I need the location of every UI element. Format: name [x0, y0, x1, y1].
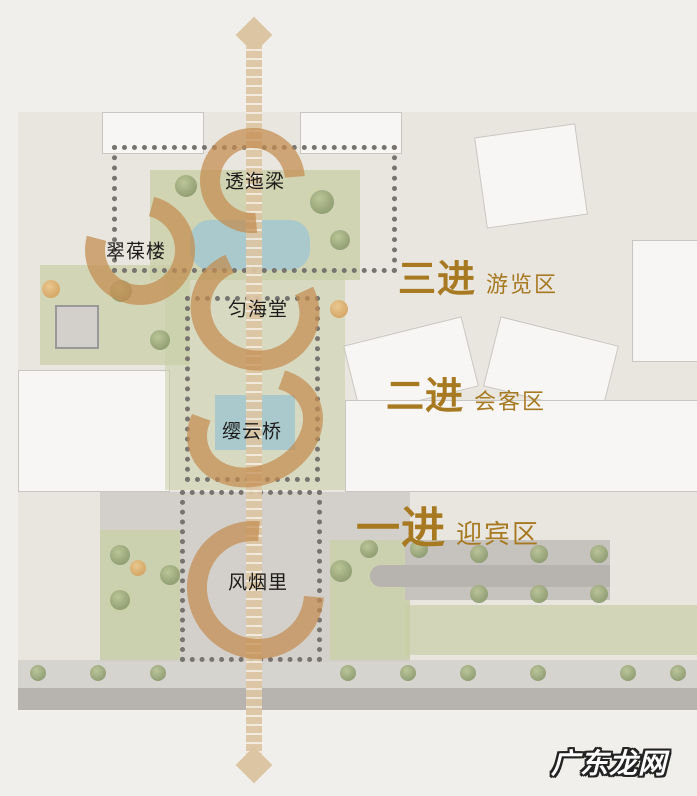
tree	[42, 280, 60, 298]
tree	[470, 585, 488, 603]
tree	[400, 665, 416, 681]
axis-arrow-down-icon	[235, 746, 273, 784]
tree	[330, 560, 352, 582]
zone-name-first: 迎宾区	[456, 520, 541, 550]
tree	[590, 545, 608, 563]
tree	[130, 560, 146, 576]
entry-lawn-east	[330, 540, 410, 660]
zone-name-third: 游览区	[486, 273, 559, 298]
node-label-fengyanli: 风烟里	[227, 571, 289, 594]
building-row-west	[18, 370, 170, 492]
zone-title-second: 二进会客区	[386, 365, 546, 420]
tree	[110, 280, 132, 302]
zone-number-third: 三进	[398, 257, 477, 301]
tree	[530, 665, 546, 681]
node-label-yunhaitang: 匀海堂	[227, 298, 289, 321]
tree	[330, 230, 350, 250]
tree	[360, 540, 378, 558]
tree	[90, 665, 106, 681]
tree	[590, 585, 608, 603]
tree	[110, 545, 130, 565]
tree	[620, 665, 636, 681]
tree	[110, 590, 130, 610]
tree	[530, 585, 548, 603]
tree	[330, 300, 348, 318]
east-green-strip	[405, 605, 697, 655]
watermark-text: 广东龙网	[550, 747, 667, 780]
tree	[410, 540, 428, 558]
tree	[460, 665, 476, 681]
sidewalk	[18, 660, 697, 688]
building-row-east	[345, 400, 697, 492]
zone-title-third: 三进游览区	[398, 248, 558, 303]
building-ne-tower	[474, 123, 588, 229]
zone-number-first: 一进	[356, 503, 446, 554]
zone-title-first: 一进迎宾区	[356, 492, 540, 556]
tree	[30, 665, 46, 681]
parking-driveway	[370, 565, 610, 587]
tree	[160, 565, 180, 585]
node-label-toutuoliang: 透迤梁	[224, 170, 286, 193]
zone-name-second: 会客区	[474, 390, 547, 415]
tree	[175, 175, 197, 197]
tree	[670, 665, 686, 681]
tree	[150, 665, 166, 681]
pavilion-west	[55, 305, 99, 349]
tree	[310, 190, 334, 214]
tree	[530, 545, 548, 563]
tree	[150, 330, 170, 350]
node-label-yingyunqiao: 缨云桥	[221, 420, 283, 443]
central-axis-line	[246, 42, 262, 754]
building-east-edge	[632, 240, 697, 362]
main-road	[18, 688, 697, 710]
node-label-cuibaolou: 翠葆楼	[105, 240, 167, 263]
tree	[340, 665, 356, 681]
tree	[470, 545, 488, 563]
zone-number-second: 二进	[386, 374, 465, 418]
